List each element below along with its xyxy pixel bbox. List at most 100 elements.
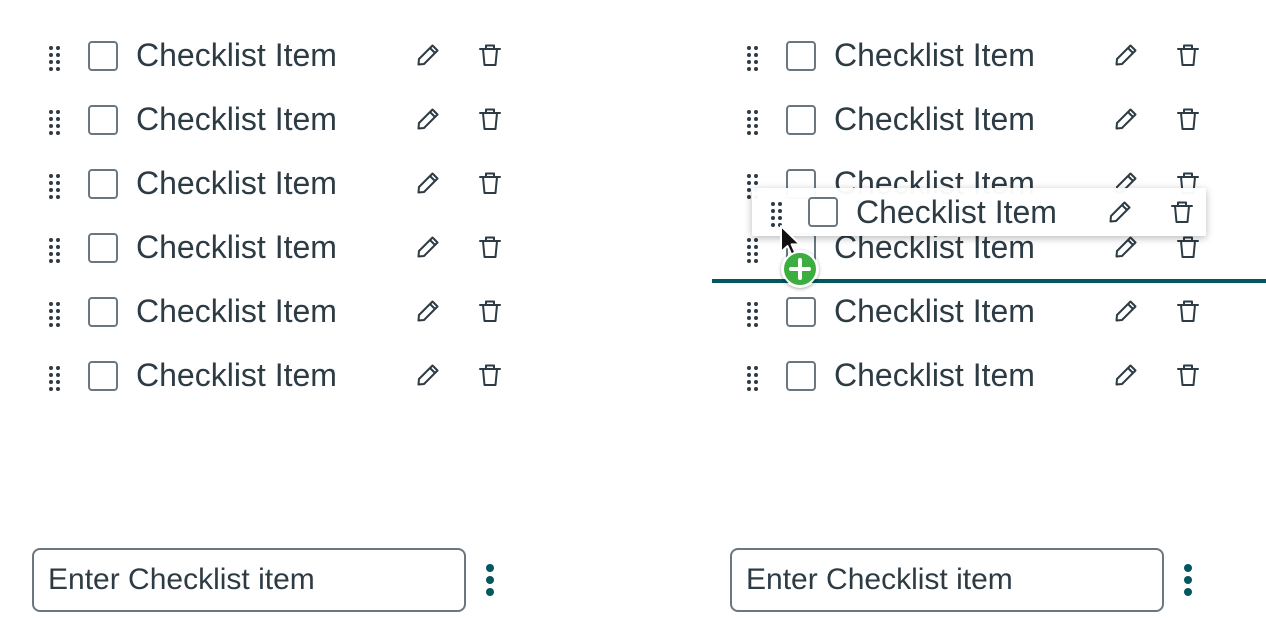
drag-handle-icon[interactable] bbox=[747, 302, 759, 327]
trash-icon bbox=[1177, 44, 1199, 66]
pencil-icon bbox=[417, 300, 439, 322]
trash-icon bbox=[1177, 108, 1199, 130]
edit-button[interactable] bbox=[414, 361, 442, 389]
new-item-field[interactable] bbox=[32, 548, 466, 612]
new-item-field[interactable] bbox=[730, 548, 1164, 612]
pencil-icon bbox=[1115, 108, 1137, 130]
drag-handle-icon[interactable] bbox=[747, 238, 759, 263]
item-checkbox[interactable] bbox=[88, 361, 118, 391]
pencil-icon bbox=[1109, 201, 1131, 223]
delete-button[interactable] bbox=[476, 41, 504, 69]
edit-button[interactable] bbox=[414, 233, 442, 261]
pencil-icon bbox=[417, 364, 439, 386]
trash-icon bbox=[479, 236, 501, 258]
trash-icon bbox=[1171, 201, 1193, 223]
item-label: Checklist Item bbox=[834, 101, 1035, 137]
item-label: Checklist Item bbox=[136, 229, 337, 265]
item-checkbox[interactable] bbox=[88, 297, 118, 327]
plus-circle-icon bbox=[781, 250, 819, 288]
pencil-icon bbox=[417, 236, 439, 258]
item-label: Checklist Item bbox=[136, 165, 337, 201]
edit-button[interactable] bbox=[1112, 41, 1140, 69]
trash-icon bbox=[479, 364, 501, 386]
delete-button[interactable] bbox=[1174, 41, 1202, 69]
checklist-row[interactable]: Checklist Item bbox=[0, 33, 520, 97]
kebab-dot-icon bbox=[1184, 588, 1192, 596]
checklist-row[interactable]: Checklist Item bbox=[698, 353, 1218, 417]
trash-icon bbox=[479, 44, 501, 66]
item-label: Checklist Item bbox=[834, 293, 1035, 329]
item-checkbox[interactable] bbox=[88, 233, 118, 263]
item-label: Checklist Item bbox=[834, 357, 1035, 393]
item-checkbox[interactable] bbox=[88, 105, 118, 135]
drag-handle-icon[interactable] bbox=[49, 46, 61, 71]
item-checkbox[interactable] bbox=[786, 297, 816, 327]
item-label: Checklist Item bbox=[136, 37, 337, 73]
delete-button[interactable] bbox=[1174, 105, 1202, 133]
item-checkbox[interactable] bbox=[88, 41, 118, 71]
item-label: Checklist Item bbox=[136, 101, 337, 137]
kebab-dot-icon bbox=[486, 588, 494, 596]
checklist-row[interactable]: Checklist Item bbox=[0, 225, 520, 289]
kebab-dot-icon bbox=[1184, 576, 1192, 584]
trash-icon bbox=[479, 108, 501, 130]
more-options-button[interactable] bbox=[480, 562, 500, 598]
edit-button[interactable] bbox=[414, 105, 442, 133]
new-item-input[interactable] bbox=[48, 560, 448, 600]
dragged-item-ghost[interactable]: Checklist Item bbox=[752, 188, 1206, 236]
delete-button[interactable] bbox=[1174, 361, 1202, 389]
delete-button[interactable] bbox=[476, 361, 504, 389]
item-checkbox[interactable] bbox=[786, 41, 816, 71]
drag-handle-icon[interactable] bbox=[771, 202, 783, 227]
drag-handle-icon[interactable] bbox=[49, 110, 61, 135]
pencil-icon bbox=[417, 44, 439, 66]
item-checkbox[interactable] bbox=[88, 169, 118, 199]
edit-button[interactable] bbox=[1112, 233, 1140, 261]
delete-button[interactable] bbox=[476, 233, 504, 261]
edit-button[interactable] bbox=[1112, 105, 1140, 133]
trash-icon bbox=[1177, 300, 1199, 322]
item-checkbox[interactable] bbox=[786, 361, 816, 391]
delete-button[interactable] bbox=[1174, 233, 1202, 261]
drag-handle-icon[interactable] bbox=[747, 46, 759, 71]
delete-button[interactable] bbox=[476, 297, 504, 325]
edit-button[interactable] bbox=[414, 169, 442, 197]
drag-handle-icon[interactable] bbox=[49, 302, 61, 327]
item-checkbox[interactable] bbox=[786, 105, 816, 135]
item-label: Checklist Item bbox=[856, 194, 1057, 230]
pencil-icon bbox=[1115, 236, 1137, 258]
checklist-row[interactable]: Checklist Item bbox=[698, 33, 1218, 97]
new-item-input[interactable] bbox=[746, 560, 1146, 600]
plus-icon bbox=[782, 251, 818, 287]
drag-handle-icon[interactable] bbox=[747, 366, 759, 391]
edit-button[interactable] bbox=[1112, 297, 1140, 325]
item-checkbox[interactable] bbox=[808, 197, 838, 227]
checklist-row[interactable]: Checklist Item bbox=[0, 161, 520, 225]
trash-icon bbox=[1177, 236, 1199, 258]
pencil-icon bbox=[1115, 44, 1137, 66]
checklist-row[interactable]: Checklist Item bbox=[0, 289, 520, 353]
checklist-row[interactable]: Checklist Item bbox=[698, 97, 1218, 161]
drag-handle-icon[interactable] bbox=[49, 366, 61, 391]
pencil-icon bbox=[1115, 300, 1137, 322]
checklist-row[interactable]: Checklist Item bbox=[0, 353, 520, 417]
delete-button[interactable] bbox=[476, 105, 504, 133]
checklist-row[interactable]: Checklist Item bbox=[0, 97, 520, 161]
pencil-icon bbox=[1115, 364, 1137, 386]
drag-handle-icon[interactable] bbox=[747, 110, 759, 135]
drag-handle-icon[interactable] bbox=[49, 174, 61, 199]
item-label: Checklist Item bbox=[834, 37, 1035, 73]
delete-button[interactable] bbox=[1168, 198, 1196, 226]
trash-icon bbox=[479, 172, 501, 194]
pencil-icon bbox=[417, 108, 439, 130]
drag-handle-icon[interactable] bbox=[49, 238, 61, 263]
edit-button[interactable] bbox=[414, 41, 442, 69]
edit-button[interactable] bbox=[414, 297, 442, 325]
edit-button[interactable] bbox=[1106, 198, 1134, 226]
edit-button[interactable] bbox=[1112, 361, 1140, 389]
checklist-row[interactable]: Checklist Item bbox=[698, 289, 1218, 353]
delete-button[interactable] bbox=[476, 169, 504, 197]
delete-button[interactable] bbox=[1174, 297, 1202, 325]
more-options-button[interactable] bbox=[1178, 562, 1198, 598]
